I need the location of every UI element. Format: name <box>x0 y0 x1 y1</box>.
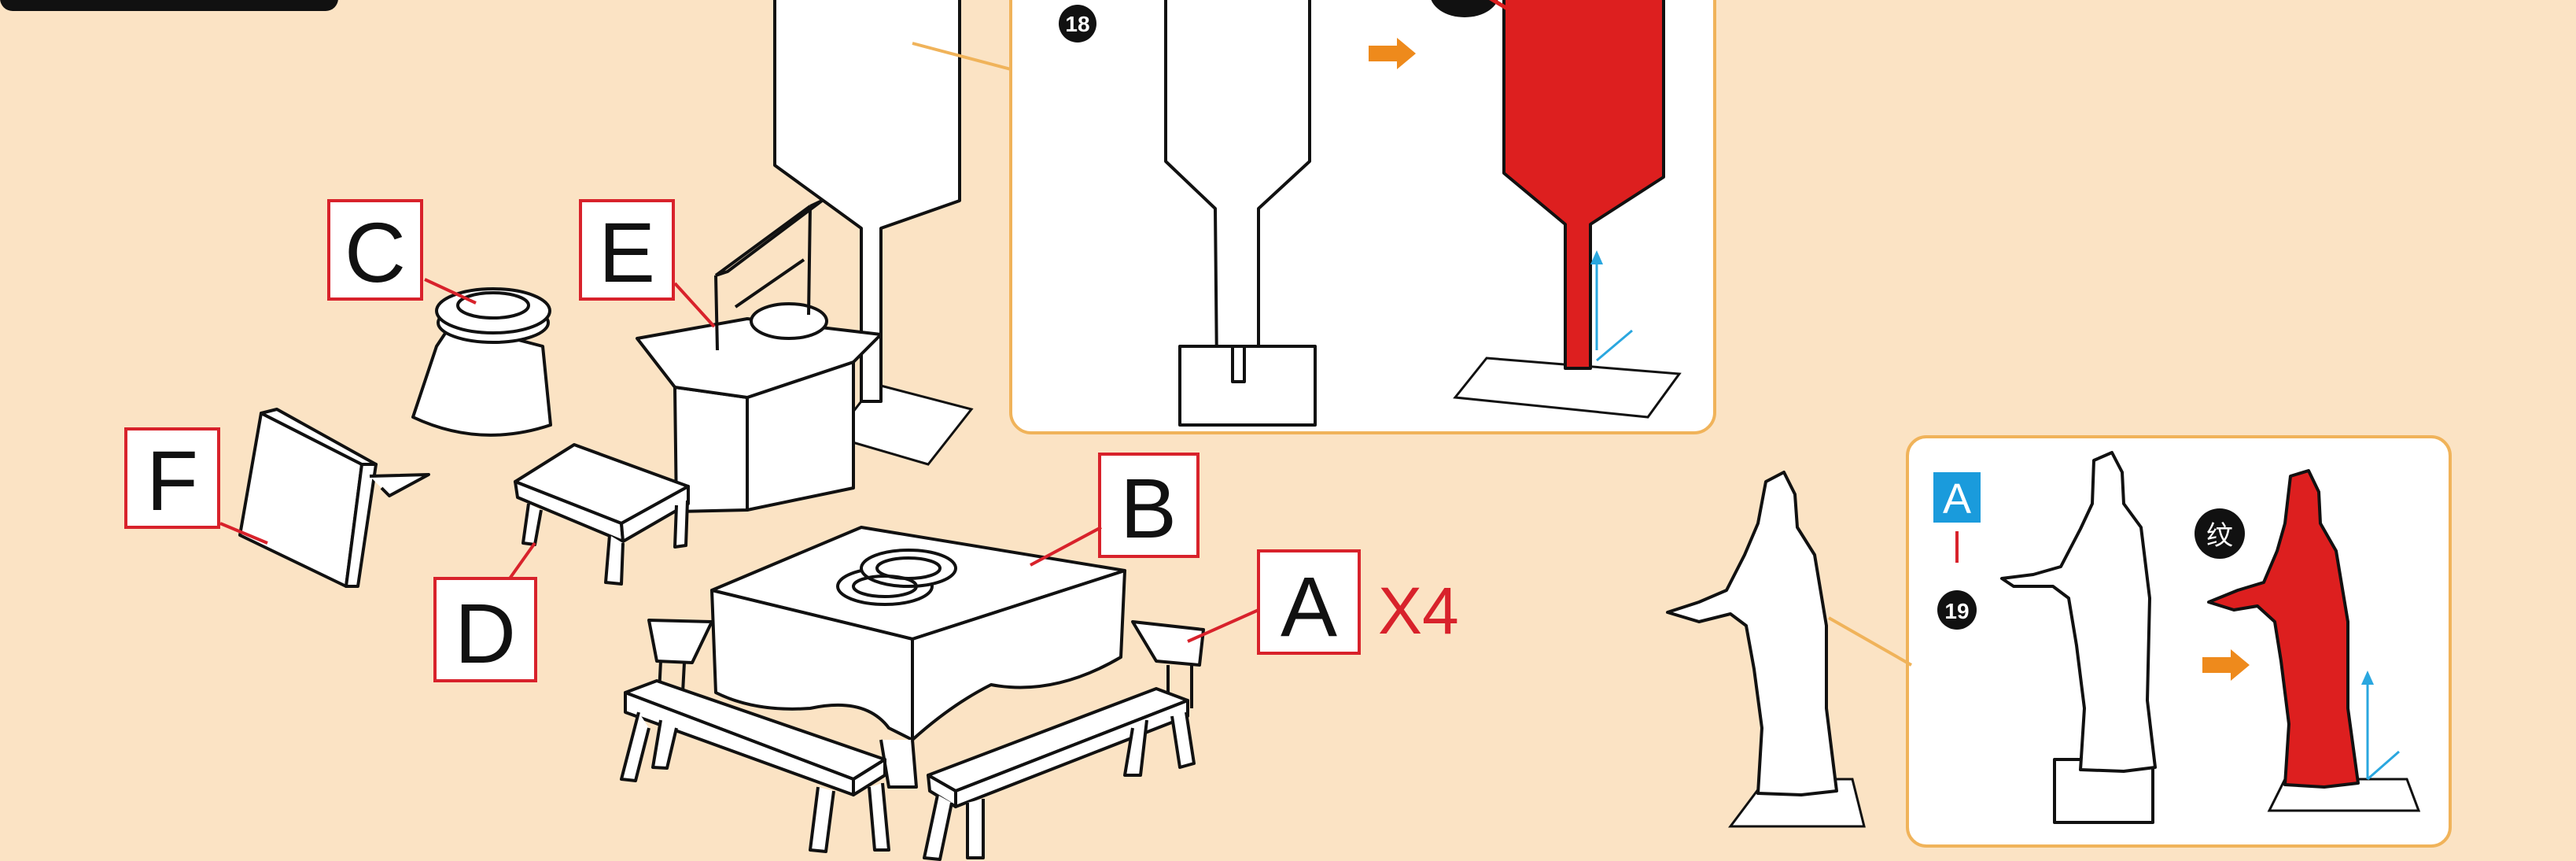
svg-text:E: E <box>599 205 655 300</box>
figure-cutout <box>1668 472 1911 826</box>
label-b: B <box>1030 454 1198 565</box>
label-e: E <box>580 201 714 327</box>
multiplier-x4: X4 <box>1378 574 1459 648</box>
svg-text:C: C <box>345 205 406 300</box>
svg-text:A: A <box>1943 475 1971 523</box>
part-f-board <box>240 409 429 586</box>
pattern-tag: 纹 <box>2195 508 2245 559</box>
part-a-badge: A <box>1933 472 1981 523</box>
svg-text:19: 19 <box>1944 599 1969 623</box>
step-19-number: 19 <box>1937 590 1977 630</box>
svg-text:D: D <box>455 586 516 681</box>
label-d: D <box>435 543 536 681</box>
step-18-panel: 18 <box>1011 0 1715 433</box>
table-set <box>621 527 1203 859</box>
part-d-stool <box>515 445 688 584</box>
svg-text:纹: 纹 <box>2206 520 2233 552</box>
step-19-panel: A 19 纹 <box>1907 437 2450 846</box>
header-tab <box>0 0 338 11</box>
svg-text:F: F <box>146 433 198 528</box>
step-18-number: 18 <box>1059 5 1096 42</box>
part-c-pot <box>413 289 551 435</box>
label-a: A <box>1188 551 1359 654</box>
label-c: C <box>329 201 476 303</box>
svg-text:A: A <box>1281 559 1337 654</box>
svg-text:B: B <box>1120 460 1177 556</box>
svg-text:18: 18 <box>1065 12 1089 36</box>
